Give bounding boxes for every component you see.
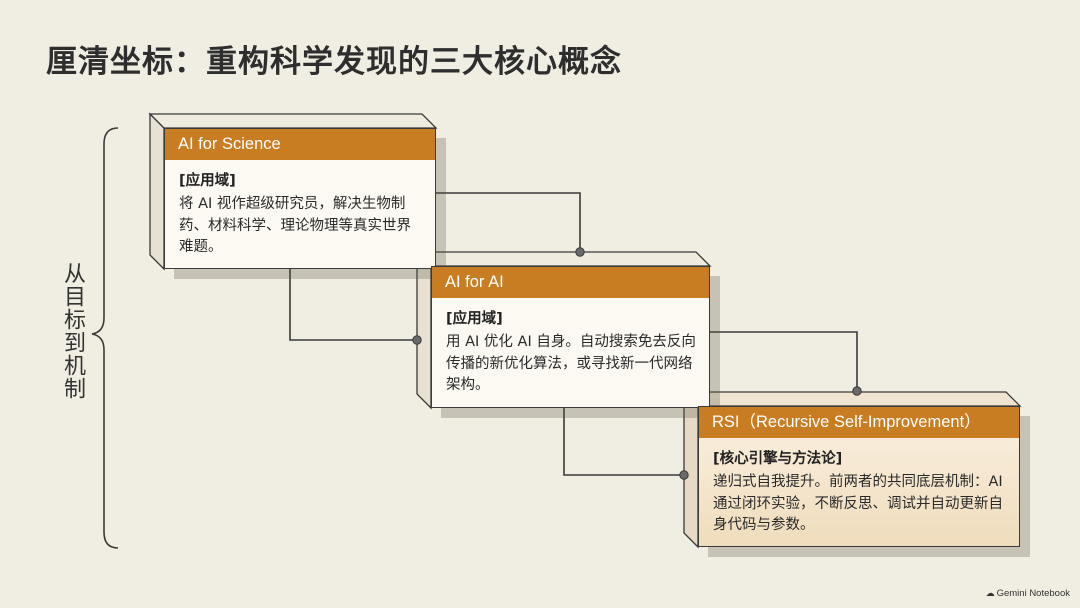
box-rsi-tag: [核心引擎与方法论] (713, 451, 843, 467)
box-rsi-header: RSI（Recursive Self-Improvement） (699, 407, 1019, 438)
connector-dot-3 (852, 386, 862, 396)
box-2-top-face (415, 251, 712, 267)
box-ai-for-science: AI for Science [应用域] 将 AI 视作超级研究员，解决生物制药… (164, 128, 436, 269)
box-1-side-face (149, 112, 165, 271)
page-title: 厘清坐标：重构科学发现的三大核心概念 (46, 44, 622, 80)
box-3-top-face (682, 391, 1022, 407)
box-rsi: RSI（Recursive Self-Improvement） [核心引擎与方法… (698, 406, 1020, 547)
connector-1-to-2-right (436, 192, 581, 252)
watermark-label: Gemini Notebook (996, 588, 1070, 599)
watermark: ☁Gemini Notebook (986, 588, 1070, 599)
box-ai-for-science-tag: [应用域] (179, 173, 236, 189)
gemini-logo-icon: ☁ (985, 588, 995, 598)
box-ai-for-science-header: AI for Science (165, 129, 435, 160)
box-1-top-face (148, 113, 438, 129)
box-ai-for-ai-header: AI for AI (432, 267, 709, 298)
box-rsi-text: 递归式自我提升。前两者的共同底层机制：AI 通过闭环实验，不断反思、调试并自动更… (713, 474, 1003, 533)
connector-2-to-3-right (710, 331, 858, 392)
box-2-side-face (416, 250, 432, 410)
connector-2-to-3-left (563, 408, 684, 476)
box-ai-for-science-text: 将 AI 视作超级研究员，解决生物制药、材料科学、理论物理等真实世界难题。 (179, 196, 411, 255)
connector-dot-2 (412, 335, 422, 345)
box-ai-for-ai: AI for AI [应用域] 用 AI 优化 AI 自身。自动搜索免去反向传播… (431, 266, 710, 408)
box-ai-for-ai-text: 用 AI 优化 AI 自身。自动搜索免去反向传播的新优化算法，或寻找新一代网络架… (446, 334, 696, 393)
connector-1-to-2-left (289, 269, 417, 341)
connector-dot-1 (575, 247, 585, 257)
box-3-side-face (683, 390, 699, 549)
side-label: 从目标到机制 (60, 262, 85, 400)
connector-dot-4 (679, 470, 689, 480)
box-ai-for-ai-tag: [应用域] (446, 311, 503, 327)
side-bracket (91, 127, 119, 549)
